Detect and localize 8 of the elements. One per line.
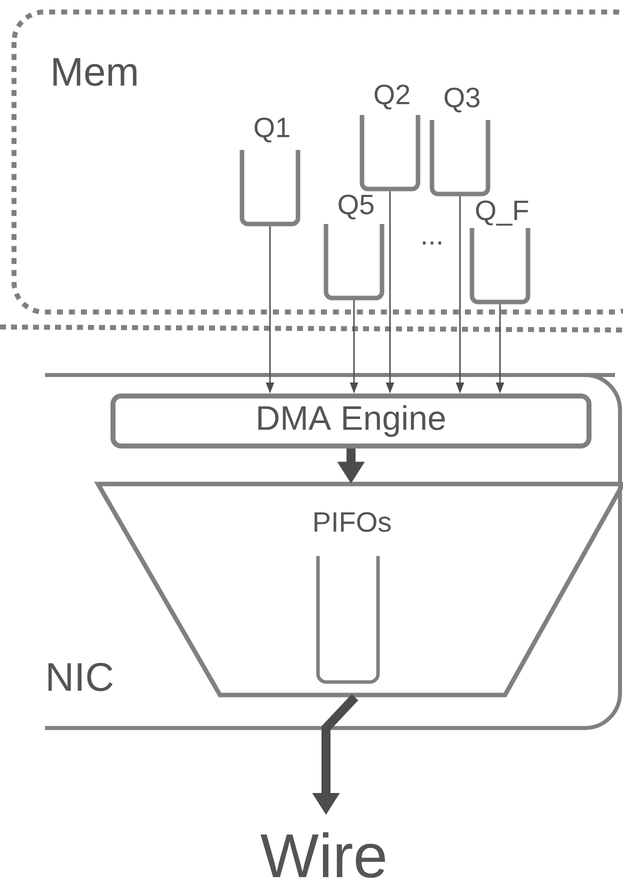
queue: Q1 bbox=[240, 118, 300, 226]
engine-box: DMA Engine bbox=[110, 394, 592, 448]
wire-label: Wire bbox=[260, 832, 385, 878]
queue: Q3 bbox=[430, 88, 490, 196]
queue: Q5 bbox=[324, 194, 384, 300]
ellipsis: ... bbox=[422, 242, 442, 244]
queue: Q2 bbox=[360, 84, 420, 192]
queue: Q_F bbox=[470, 200, 530, 304]
